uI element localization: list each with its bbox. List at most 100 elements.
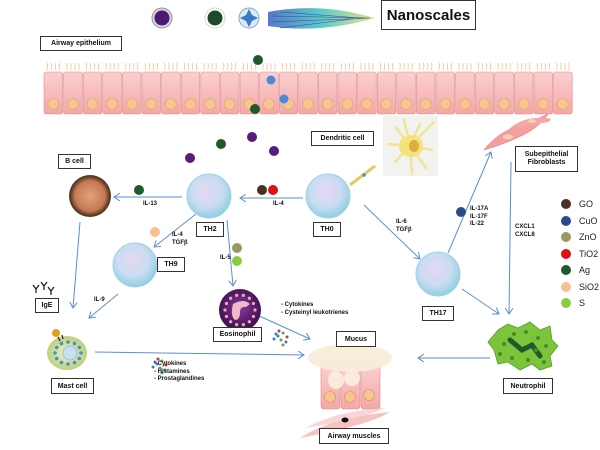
nanoparticle-icon xyxy=(232,243,242,253)
legend-swatch-icon xyxy=(561,215,571,226)
legend-item-sio2: SiO2 xyxy=(561,279,599,296)
neutrophil-granule xyxy=(512,332,516,336)
mast-mediator-dots xyxy=(151,357,168,375)
legend-label: TiO2 xyxy=(579,248,599,259)
mast-granule xyxy=(72,360,77,365)
cilia xyxy=(144,62,158,71)
epithelial-nucleus xyxy=(86,98,99,110)
mediator-dot xyxy=(281,331,285,335)
cilia xyxy=(164,62,178,71)
neutrophil-granule xyxy=(498,352,502,356)
ige-label: IgE xyxy=(35,298,59,313)
epithelial-nucleus xyxy=(47,98,60,110)
eosinophil-granule xyxy=(241,323,245,327)
ige-antibody-icon xyxy=(32,281,55,295)
eosinophil-products-text: - Cytokines - Cysteinyl leukotrienes xyxy=(281,302,349,316)
th2-label: TH2 xyxy=(196,222,224,237)
neutrophil-granule xyxy=(526,358,530,362)
fibroblast-icon xyxy=(483,113,551,151)
legend-swatch-icon xyxy=(561,199,571,210)
epithelial-nucleus xyxy=(204,98,216,110)
nanoparticle-icon xyxy=(456,207,466,217)
eosinophil-granule xyxy=(224,301,229,306)
mediator-dot xyxy=(277,329,281,333)
neutrophil-granule xyxy=(534,348,538,352)
eosinophil-granule xyxy=(247,296,251,300)
il5-text: IL-5 xyxy=(220,255,231,261)
epithelial-nucleus xyxy=(439,98,452,110)
epithelial-nucleus xyxy=(400,98,412,110)
eosinophil-label: Eosinophil xyxy=(213,327,262,342)
legend-item-ag: Ag xyxy=(561,262,599,279)
epithelial-nucleus xyxy=(361,98,373,110)
nanoparticle-icon xyxy=(232,256,242,266)
nanoparticle-icon xyxy=(268,185,278,195)
legend-label: CuO xyxy=(579,215,598,226)
th17-cell-icon xyxy=(415,251,461,297)
epithelial-nucleus xyxy=(106,98,118,110)
cilia xyxy=(379,62,394,71)
eosinophil-mediator-dots xyxy=(272,329,289,347)
cilia xyxy=(438,62,452,71)
mediator-dot xyxy=(274,332,278,336)
cilia xyxy=(517,62,531,71)
nanoparticle-icon xyxy=(253,55,263,65)
mediator-dot xyxy=(160,371,164,375)
eosinophil-granule xyxy=(241,293,245,297)
mast-granule xyxy=(54,345,59,350)
mast-cell-icon xyxy=(47,329,87,370)
mast-granule xyxy=(77,356,82,361)
cilia xyxy=(360,62,374,71)
mediator-dot xyxy=(276,334,280,338)
cilia xyxy=(66,62,80,71)
airway-epithelium-layer xyxy=(43,62,573,115)
nanoparticle-icon xyxy=(216,139,226,149)
nanoscales-title: Nanoscales xyxy=(381,0,476,30)
cilia xyxy=(556,62,570,71)
neutrophil-granule xyxy=(542,360,546,364)
neutrophil-label: Neutrophil xyxy=(503,378,553,394)
cilia xyxy=(321,62,335,71)
legend-swatch-icon xyxy=(561,298,571,309)
mediator-dot xyxy=(163,368,167,372)
dendritic-cell-label: Dendritic cell xyxy=(311,131,374,146)
eosinophil-granule xyxy=(235,293,239,297)
epithelial-nucleus xyxy=(184,98,197,110)
legend-label: ZnO xyxy=(579,232,597,243)
legend-swatch-icon xyxy=(561,248,571,259)
epithelial-nucleus xyxy=(419,98,432,110)
neutrophil-granule xyxy=(524,330,528,334)
cilia xyxy=(242,62,256,71)
eosinophil-icon xyxy=(219,289,261,331)
legend-label: GO xyxy=(579,199,594,210)
mediator-dot xyxy=(151,365,155,369)
nanoparticle-icon xyxy=(247,132,257,142)
nanoparticle-icon xyxy=(266,75,276,85)
cilia xyxy=(477,62,492,71)
epithelial-nucleus xyxy=(478,98,491,110)
mast-granule xyxy=(54,356,59,361)
mast-granule xyxy=(79,351,83,355)
epithelial-nucleus xyxy=(223,98,236,110)
th2-cell-icon xyxy=(186,173,232,219)
il9-text: IL-9 xyxy=(94,297,105,303)
legend-item-go: GO xyxy=(561,196,599,213)
mediator-dot xyxy=(155,362,159,366)
cilia xyxy=(46,62,60,71)
epithelial-nucleus xyxy=(459,98,471,110)
mast-granule xyxy=(59,360,64,365)
neutrophil-granule xyxy=(544,344,548,348)
mucus-label: Mucus xyxy=(336,331,376,347)
nanoparticle-icon xyxy=(257,185,267,195)
airway-muscles-label: Airway muscles xyxy=(319,428,389,444)
mast-granule xyxy=(77,345,82,350)
cilia xyxy=(419,62,433,71)
cilia xyxy=(203,62,217,71)
th17-label: TH17 xyxy=(422,306,454,321)
mast-granule xyxy=(72,341,77,346)
epithelial-nucleus xyxy=(263,98,275,110)
epithelial-nucleus xyxy=(302,98,314,110)
neutrophil-icon xyxy=(487,321,559,371)
cilia xyxy=(536,62,550,71)
